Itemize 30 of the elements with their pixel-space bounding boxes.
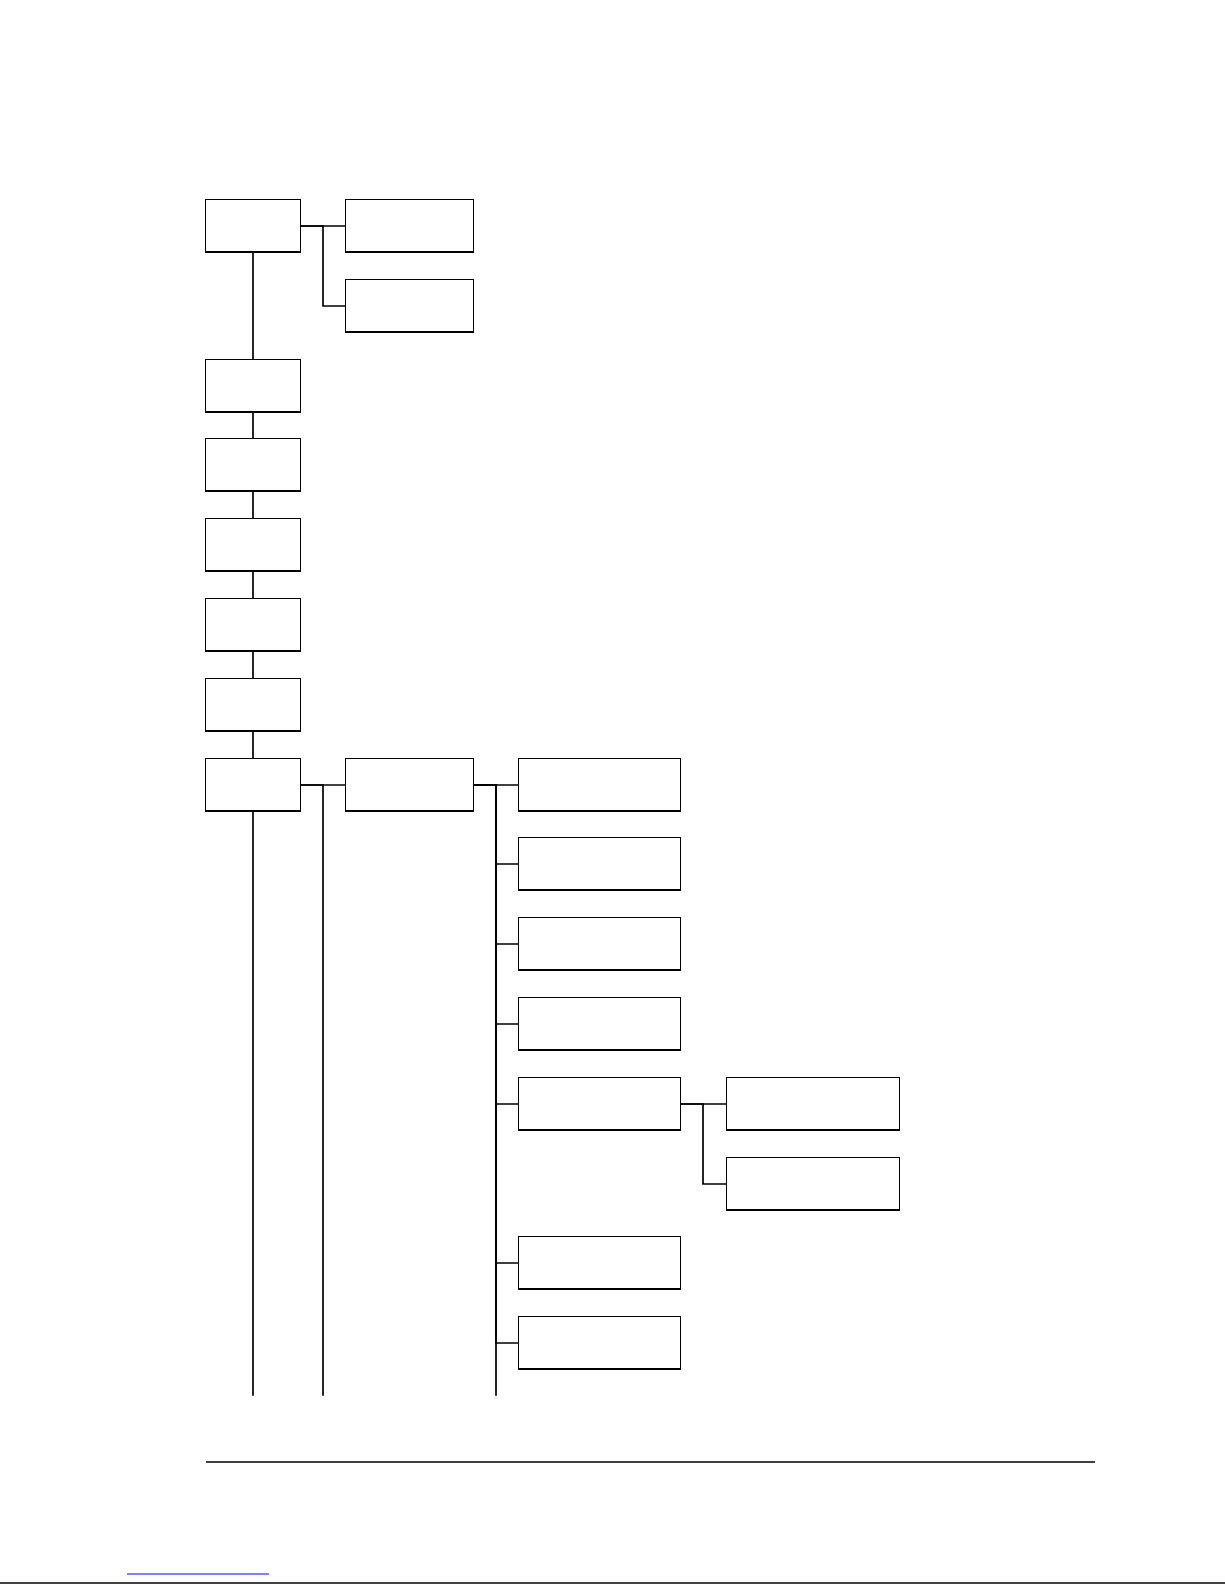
connector-line [473,784,497,1396]
connector-line [252,491,254,519]
tree-box [205,518,301,572]
connector-line [300,784,324,1396]
tree-box [205,359,301,413]
tree-box [726,1157,900,1211]
tree-box [205,199,301,253]
tree-box [726,1077,900,1131]
connector-line [252,252,254,360]
tree-box [518,1236,681,1290]
tree-box [205,758,301,812]
connector-line [252,651,254,679]
connector-line [252,571,254,599]
tree-box [518,997,681,1051]
connector-line [252,811,254,1396]
tree-box [518,758,681,812]
connector-line [300,225,346,307]
connector-line [252,731,254,759]
tree-box [345,279,474,333]
connector-line [252,412,254,439]
tree-box [205,598,301,652]
tree-box [205,678,301,732]
tree-box [518,1316,681,1370]
tree-box [345,199,474,253]
tree-box [345,758,474,812]
tree-box [518,837,681,891]
tree-box [518,1077,681,1131]
tree-box [518,917,681,971]
tree-box [205,438,301,492]
connector-line [680,1103,727,1185]
